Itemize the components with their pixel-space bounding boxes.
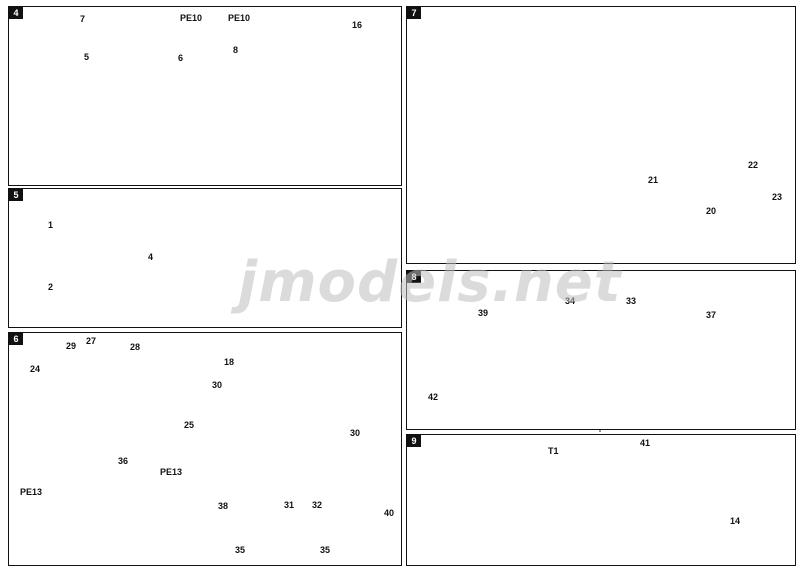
part-label-27: 27: [86, 336, 97, 346]
part-label-38: 38: [218, 501, 229, 511]
part-label-34: 34: [565, 296, 576, 306]
part-label-20: 20: [706, 206, 717, 216]
part-label-22: 22: [748, 160, 759, 170]
part-label-42: 42: [428, 392, 439, 402]
part-label-25: 25: [184, 420, 195, 430]
step-5-number: 5: [9, 189, 23, 201]
part-label-35: 35: [320, 545, 331, 555]
part-label-40: 40: [384, 508, 395, 518]
part-label-18: 18: [224, 357, 235, 367]
part-label-16: 16: [352, 20, 363, 30]
part-label-37: 37: [706, 310, 717, 320]
photo-etch-label-pe13: PE13: [160, 467, 183, 477]
part-label-1: 1: [48, 220, 54, 230]
part-label-32: 32: [312, 500, 323, 510]
part-label-39: 39: [478, 308, 489, 318]
part-label-33: 33: [626, 296, 637, 306]
part-label-23: 23: [772, 192, 783, 202]
step-6-panel: 6: [8, 332, 402, 566]
part-label-8: 8: [233, 45, 239, 55]
part-label-30: 30: [350, 428, 361, 438]
part-label-21: 21: [648, 175, 659, 185]
part-label-6: 6: [178, 53, 184, 63]
part-label-41: 41: [640, 438, 651, 448]
step-8-panel: 8: [406, 270, 796, 430]
photo-etch-label-pe10: PE10: [228, 13, 251, 23]
photo-etch-label-pe10: PE10: [180, 13, 203, 23]
photo-etch-label-pe13: PE13: [20, 487, 43, 497]
step-4-panel: 4: [8, 6, 402, 186]
step-9-panel: 9: [406, 434, 796, 566]
part-label-4: 4: [148, 252, 154, 262]
part-label-36: 36: [118, 456, 129, 466]
part-label-29: 29: [66, 341, 77, 351]
step-4-number: 4: [9, 7, 23, 19]
step-5-panel: 5: [8, 188, 402, 328]
step-7-panel: 7: [406, 6, 796, 264]
part-label-35: 35: [235, 545, 246, 555]
part-label-30: 30: [212, 380, 223, 390]
part-label-5: 5: [84, 52, 90, 62]
part-label-7: 7: [80, 14, 86, 24]
part-label-31: 31: [284, 500, 295, 510]
part-label-28: 28: [130, 342, 141, 352]
part-label-t1: T1: [548, 446, 559, 456]
step-9-number: 9: [407, 435, 421, 447]
part-label-2: 2: [48, 282, 54, 292]
part-label-14: 14: [730, 516, 741, 526]
step-7-number: 7: [407, 7, 421, 19]
part-label-24: 24: [30, 364, 41, 374]
step-6-number: 6: [9, 333, 23, 345]
step-8-number: 8: [407, 271, 421, 283]
